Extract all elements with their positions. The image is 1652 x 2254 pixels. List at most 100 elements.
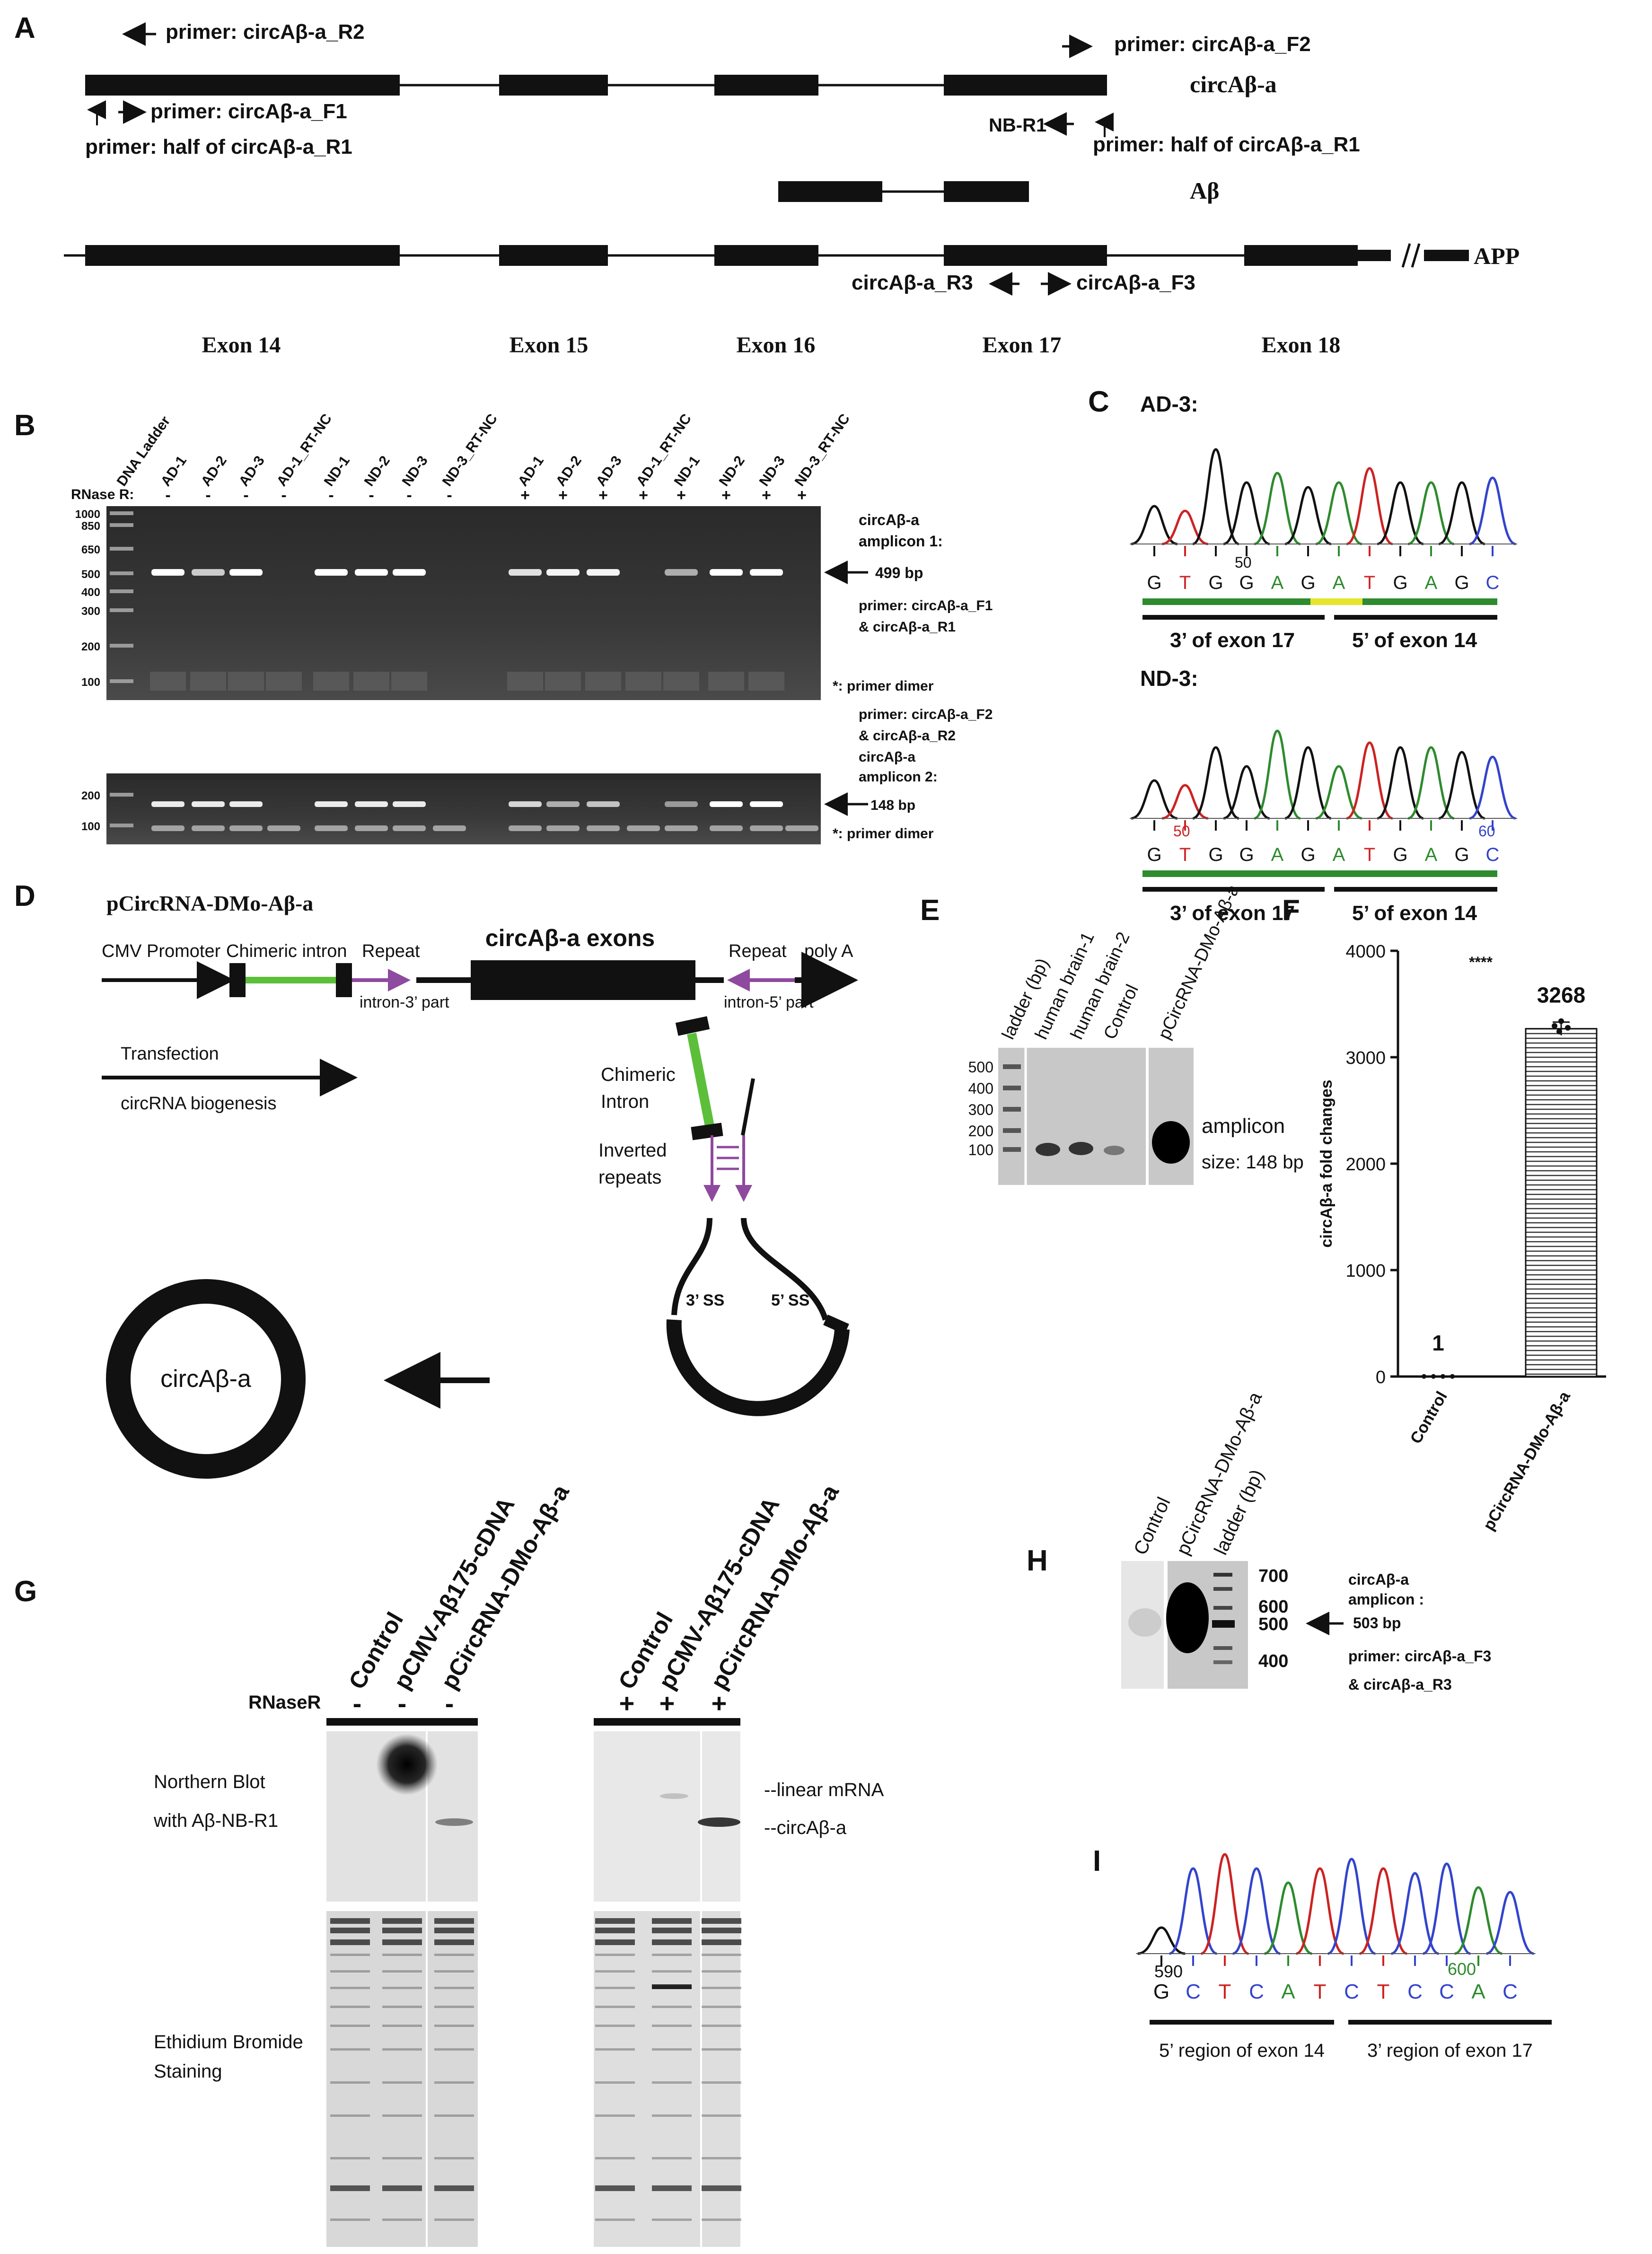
base-call: G — [1208, 844, 1223, 865]
i-position-600: 600 — [1448, 1959, 1476, 1979]
dimer1-label: *: primer dimer — [833, 678, 934, 694]
eb-band — [330, 1928, 370, 1933]
primer-dimer-smear — [708, 672, 744, 691]
base-call: A — [1281, 1980, 1295, 2003]
g-bar-right — [594, 1718, 740, 1726]
primer-r2-label: primer: circAβ-a_R2 — [166, 20, 365, 44]
trace-peak — [1131, 779, 1178, 820]
ladder-band — [110, 793, 133, 797]
primer-f3-label: circAβ-a_F3 — [1076, 271, 1195, 294]
trace-peak — [1169, 1867, 1218, 1955]
primer-dimer-band — [433, 825, 466, 831]
primer-dimer-smear — [313, 672, 349, 691]
eb-band — [702, 1939, 741, 1945]
panel-a-gene-map — [64, 22, 1469, 296]
eb-band — [434, 2006, 474, 2008]
eb-gel-left — [326, 1911, 478, 2247]
panel-label-c: C — [1088, 386, 1109, 418]
ladder-label: 300 — [81, 605, 100, 618]
trace-peak — [1469, 476, 1516, 545]
eb-band — [330, 1939, 370, 1945]
primer-dimer-band — [627, 825, 660, 831]
h-amp-line1: circAβ-a — [1348, 1571, 1409, 1588]
gel-b-lane-label: ND-1 — [321, 453, 353, 489]
nb-label-line1: Northern Blot — [154, 1772, 265, 1792]
rnase-sign: + — [558, 486, 568, 504]
eb-band — [702, 1918, 741, 1924]
rnase-sign: - — [447, 486, 452, 504]
data-point — [1422, 1374, 1426, 1379]
gel-band — [509, 801, 542, 807]
trace-peak — [1223, 481, 1270, 545]
eb-band — [595, 1987, 635, 1989]
eb-band — [702, 2157, 741, 2159]
gel-band — [750, 801, 783, 807]
gel-band — [1069, 1142, 1093, 1155]
gel-band — [192, 801, 225, 807]
nd3-region-line-left — [1142, 887, 1325, 892]
intron5-label: intron-5’ part — [724, 993, 814, 1011]
primer-f1-label: primer: circAβ-a_F1 — [150, 100, 347, 123]
eb-band — [652, 1928, 692, 1933]
base-call: T — [1179, 572, 1191, 593]
chimeric-intron-line2: Intron — [601, 1091, 649, 1112]
primer-dimer-band — [393, 825, 426, 831]
eb-band — [330, 1954, 370, 1956]
eb-band — [595, 2219, 635, 2221]
eb-band — [382, 1939, 422, 1945]
eb-band — [330, 2157, 370, 2159]
eb-band — [330, 2081, 370, 2084]
eb-band — [330, 2025, 370, 2027]
base-call: G — [1301, 844, 1315, 865]
eb-band — [595, 1939, 635, 1945]
gel-band — [710, 801, 743, 807]
trace-peak — [1359, 1867, 1408, 1955]
trace-peak — [1469, 755, 1516, 820]
gel-b-lane-label: ND-2 — [716, 453, 748, 489]
y-axis-label: circAβ-a fold changes — [1318, 1079, 1336, 1247]
gel-2 — [106, 773, 821, 844]
h-amp-line3: 503 bp — [1353, 1614, 1401, 1631]
ad3-title: AD-3: — [1140, 392, 1198, 416]
i-left-region: 5’ region of exon 14 — [1159, 2040, 1325, 2061]
amp1-line1: circAβ-a — [859, 511, 919, 528]
e-amplicon-line2: size: 148 bp — [1202, 1152, 1304, 1173]
eb-label-line2: Staining — [154, 2061, 222, 2082]
eb-band — [652, 2048, 692, 2051]
g-bar-left — [326, 1718, 478, 1726]
base-call: G — [1239, 572, 1254, 593]
inverted-repeats-line1: Inverted — [598, 1140, 667, 1161]
ladder-label: 400 — [81, 586, 100, 599]
panel-label-i: I — [1093, 1845, 1101, 1877]
plasmid-name: pCircRNA-DMo-Aβ-a — [106, 891, 313, 915]
gel-band — [229, 569, 263, 576]
eb-band — [434, 2081, 474, 2084]
eb-band — [702, 1987, 741, 1989]
rnase-sign: - — [205, 486, 211, 504]
eb-band — [434, 2114, 474, 2117]
amp2-line1: circAβ-a — [859, 749, 915, 765]
gel-band — [355, 801, 388, 807]
primer-dimer-smear — [353, 672, 389, 691]
gel-band — [192, 569, 225, 576]
rnase-sign: + — [677, 486, 686, 504]
rnase-sign: + — [598, 486, 608, 504]
base-call: T — [1377, 1980, 1390, 2003]
gel-2-bands — [110, 793, 818, 831]
ladder-label: 500 — [1258, 1614, 1288, 1634]
nd3-title: ND-3: — [1140, 666, 1198, 691]
trace-peak — [1377, 481, 1424, 545]
exon-15-label: Exon 15 — [510, 333, 589, 358]
eb-band — [652, 1970, 692, 1973]
chimeric-label: Chimeric intron — [226, 941, 347, 961]
panel-label-h: H — [1027, 1544, 1048, 1577]
rnase-sign: - — [328, 486, 334, 504]
trace-peak — [1284, 486, 1332, 545]
primer-dimer-smear — [585, 672, 621, 691]
circ-rna-ring — [106, 1279, 306, 1479]
amp1-size: 499 bp — [875, 564, 923, 581]
nd3-right-region: 5’ of exon 14 — [1352, 902, 1477, 925]
gel-band — [1104, 1146, 1125, 1155]
eb-band — [382, 2185, 422, 2191]
